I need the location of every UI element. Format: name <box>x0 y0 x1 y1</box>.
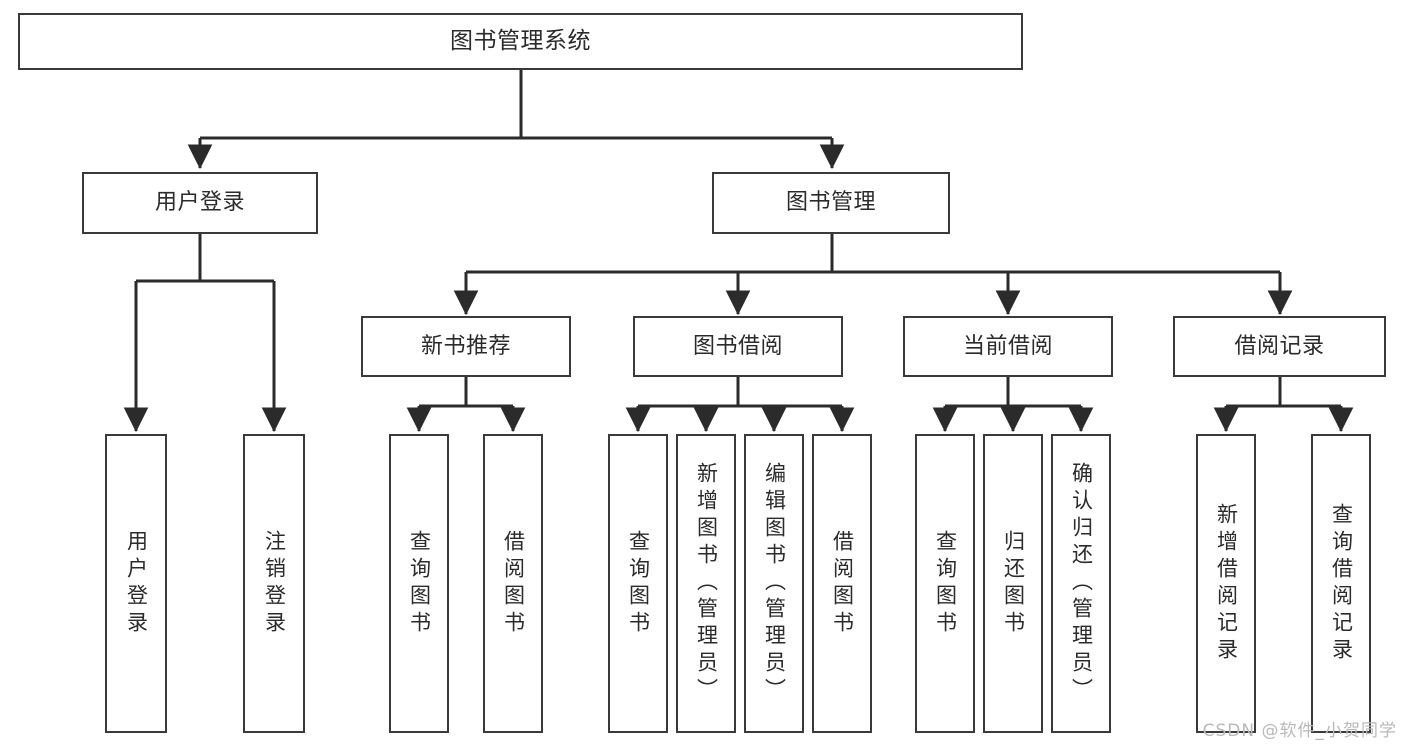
node-user-login-label: 用户登录 <box>154 190 245 216</box>
node-leaf-edit-book-label: 编辑图书（管理员） <box>762 462 787 705</box>
node-book-borrow-label: 图书借阅 <box>692 333 783 359</box>
node-leaf-query-record-label: 查询借阅记录 <box>1329 502 1354 665</box>
node-leaf-return-book[interactable]: 归还图书 <box>983 434 1043 733</box>
node-current-borrow[interactable]: 当前借阅 <box>903 316 1113 377</box>
node-book-management[interactable]: 图书管理 <box>712 172 950 234</box>
node-leaf-add-book-label: 新增图书（管理员） <box>694 462 719 705</box>
node-new-book-recommend[interactable]: 新书推荐 <box>361 316 571 377</box>
node-leaf-logout-label: 注销登录 <box>262 529 287 638</box>
watermark: CSDN @软件_小贺同学 <box>1202 721 1397 741</box>
node-leaf-confirm-return[interactable]: 确认归还（管理员） <box>1051 434 1111 733</box>
node-leaf-query-book-3[interactable]: 查询图书 <box>915 434 975 733</box>
node-borrow-record[interactable]: 借阅记录 <box>1173 316 1386 377</box>
node-leaf-query-book-2[interactable]: 查询图书 <box>608 434 668 733</box>
node-leaf-query-book-2-label: 查询图书 <box>626 529 651 638</box>
node-user-login[interactable]: 用户登录 <box>82 172 318 234</box>
node-leaf-return-book-label: 归还图书 <box>1001 529 1026 638</box>
node-leaf-query-book-3-label: 查询图书 <box>933 529 958 638</box>
node-leaf-query-book-1-label: 查询图书 <box>407 529 432 638</box>
node-leaf-logout[interactable]: 注销登录 <box>243 434 305 733</box>
node-book-borrow[interactable]: 图书借阅 <box>633 316 843 377</box>
node-leaf-borrow-book-1-label: 借阅图书 <box>501 529 526 638</box>
node-leaf-query-record[interactable]: 查询借阅记录 <box>1311 434 1371 733</box>
node-leaf-borrow-book-1[interactable]: 借阅图书 <box>483 434 543 733</box>
node-leaf-confirm-return-label: 确认归还（管理员） <box>1069 462 1094 705</box>
node-leaf-add-book[interactable]: 新增图书（管理员） <box>676 434 736 733</box>
node-leaf-user-login[interactable]: 用户登录 <box>105 434 167 733</box>
node-leaf-borrow-book-2[interactable]: 借阅图书 <box>812 434 872 733</box>
node-current-borrow-label: 当前借阅 <box>962 333 1053 359</box>
node-root[interactable]: 图书管理系统 <box>18 13 1023 70</box>
node-leaf-edit-book[interactable]: 编辑图书（管理员） <box>744 434 804 733</box>
node-leaf-query-book-1[interactable]: 查询图书 <box>389 434 449 733</box>
node-root-label: 图书管理系统 <box>450 27 591 54</box>
node-leaf-user-login-label: 用户登录 <box>124 529 149 638</box>
node-borrow-record-label: 借阅记录 <box>1234 333 1325 359</box>
node-leaf-add-record-label: 新增借阅记录 <box>1214 502 1239 665</box>
node-leaf-borrow-book-2-label: 借阅图书 <box>830 529 855 638</box>
node-leaf-add-record[interactable]: 新增借阅记录 <box>1196 434 1256 733</box>
node-book-management-label: 图书管理 <box>785 190 876 216</box>
node-new-book-recommend-label: 新书推荐 <box>420 333 511 359</box>
